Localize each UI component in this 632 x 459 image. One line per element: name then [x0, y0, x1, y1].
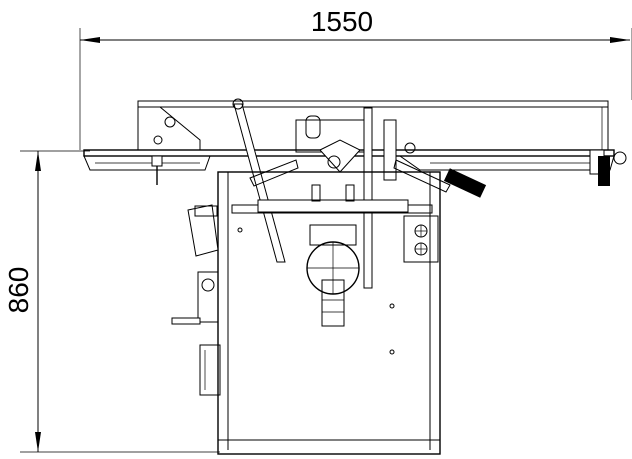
cutter-diamond: [319, 139, 361, 173]
base-cabinet: [217, 171, 441, 455]
left-guard-hinge: [194, 205, 218, 217]
cabinet-outline: [217, 171, 441, 455]
left-clamp-block: [151, 155, 163, 167]
height-arrow-top: [35, 151, 41, 171]
center-column: [363, 107, 373, 289]
height-arrow-bottom: [35, 432, 41, 452]
left-table-wing: [137, 106, 201, 151]
right-post: [383, 119, 397, 181]
cabinet-rivet-3: [237, 227, 243, 233]
right-post-knob: [404, 142, 416, 154]
width-arrow-right: [610, 37, 630, 43]
left-upper-knob: [164, 116, 176, 128]
width-arrow-left: [80, 37, 100, 43]
right-knob: [613, 151, 627, 165]
height-handwheel: [201, 278, 215, 292]
machine-table: [83, 100, 627, 186]
handwheel-housing: [197, 271, 219, 323]
left-mid-knob: [153, 135, 163, 145]
height-dimension: 860: [3, 150, 220, 453]
cabinet-rivet-2: [389, 349, 395, 355]
height-dimension-label: 860: [3, 267, 34, 314]
left-table-body: [83, 155, 211, 171]
left-side-controls: [171, 204, 221, 396]
switch-panel: [403, 215, 439, 263]
cabinet-rivet-1: [389, 303, 395, 309]
left-lever-knob: [232, 98, 244, 110]
carriage: [257, 199, 409, 213]
right-guard: [393, 159, 451, 193]
width-dimension: 1550: [79, 6, 632, 150]
left-hinged-guard: [187, 204, 219, 257]
cutter-center-bolt: [327, 155, 341, 169]
left-guard: [249, 159, 299, 187]
left-lever: [233, 103, 286, 263]
right-guard-handle: [443, 168, 487, 198]
lower-bracket: [199, 344, 221, 396]
rear-rail: [137, 100, 609, 108]
handwheel-crank: [171, 317, 201, 325]
upright-left: [311, 184, 321, 202]
width-dimension-label: 1550: [311, 6, 373, 37]
cutter-hook: [305, 115, 321, 139]
motor-body: [321, 279, 345, 327]
upright-right: [345, 184, 355, 202]
right-handwheel: [598, 156, 610, 186]
cutter-head-assembly: [231, 98, 487, 327]
